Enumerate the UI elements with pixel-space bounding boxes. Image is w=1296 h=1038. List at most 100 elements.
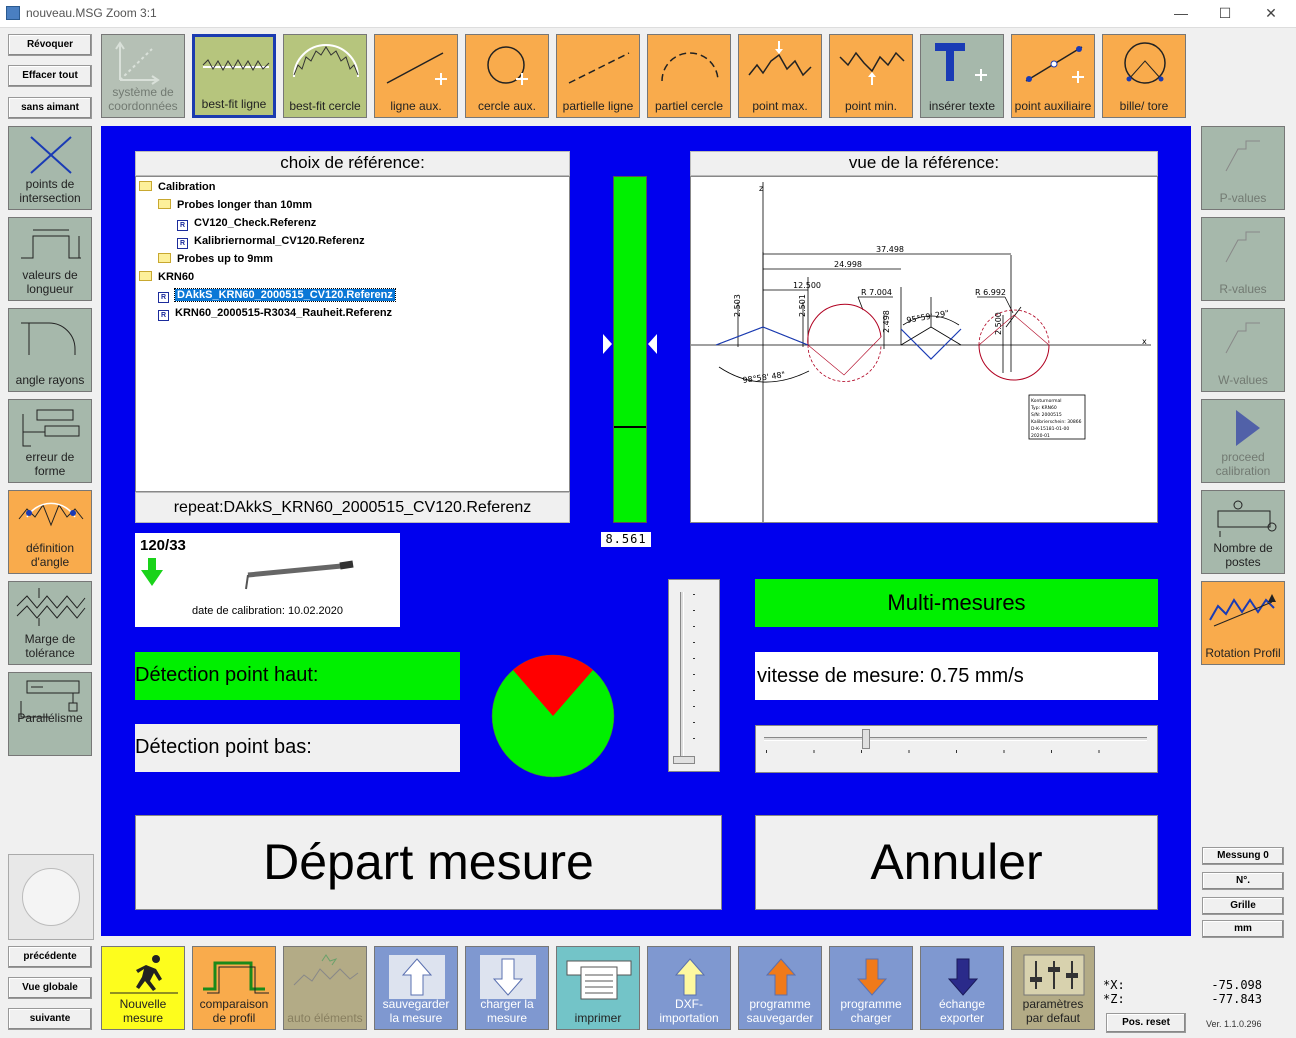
point-max-button[interactable]: point max.	[738, 34, 822, 118]
sans-aimant-button[interactable]: sans aimant	[8, 97, 92, 119]
definition-angle-button[interactable]: définition d'angle	[8, 490, 92, 574]
maximize-button[interactable]: ☐	[1218, 5, 1232, 21]
p-values-button[interactable]: P-values	[1201, 126, 1285, 210]
charger-mesure-button[interactable]: charger la mesure	[465, 946, 549, 1030]
slider-ticks	[693, 594, 695, 754]
programme-charger-button[interactable]: programme charger	[829, 946, 913, 1030]
partiel-cercle-button[interactable]: partiel cercle	[647, 34, 731, 118]
ligne-aux-button[interactable]: ligne aux.	[374, 34, 458, 118]
partielle-ligne-button[interactable]: partielle ligne	[556, 34, 640, 118]
sauvegarder-mesure-button[interactable]: sauvegarder la mesure	[374, 946, 458, 1030]
detection-high[interactable]: Détection point haut:	[135, 652, 460, 700]
reference-file-icon: R	[177, 220, 188, 231]
folder-icon	[158, 253, 171, 263]
annuler-button[interactable]: Annuler	[755, 815, 1158, 910]
r-values-button[interactable]: R-values	[1201, 217, 1285, 301]
close-button[interactable]: ✕	[1265, 5, 1277, 21]
nombre-postes-button[interactable]: Nombre de postes	[1201, 490, 1285, 574]
tree-item[interactable]: Probes up to 9mm	[158, 251, 273, 267]
echange-exporter-button[interactable]: échange exporter	[920, 946, 1004, 1030]
partial-line-icon	[568, 52, 630, 84]
effacer-tout-button[interactable]: Effacer tout	[8, 65, 92, 87]
round-button[interactable]	[22, 868, 80, 926]
valeurs-longueur-button[interactable]: valeurs de longueur	[8, 217, 92, 301]
speed-slider[interactable]	[755, 725, 1158, 773]
repeat-reference: repeat:DAkkS_KRN60_2000515_CV120.Referen…	[135, 492, 570, 523]
length-values-icon	[21, 229, 81, 259]
bestfit-circle-icon	[293, 44, 359, 78]
titleblock-line: Kalibrierschein: 30866	[1031, 419, 1082, 425]
w-values-icon	[1225, 322, 1260, 354]
points-intersection-button[interactable]: points de intersection	[8, 126, 92, 210]
pos-reset-button[interactable]: Pos. reset	[1106, 1013, 1186, 1033]
bestfit-ligne-button[interactable]: best-fit ligne	[192, 34, 276, 118]
nouvelle-mesure-button[interactable]: Nouvelle mesure	[101, 946, 185, 1030]
rotation-profil-button[interactable]: Rotation Profil	[1201, 581, 1285, 665]
depart-mesure-button[interactable]: Départ mesure	[135, 815, 722, 910]
multi-mesures-button[interactable]: Multi-mesures	[755, 579, 1158, 627]
systeme-coordonnees-button[interactable]: système de coordonnées	[101, 34, 185, 118]
precedente-button[interactable]: précédente	[8, 946, 92, 968]
parallelisme-button[interactable]: Parallélisme	[8, 672, 92, 756]
programme-sauvegarder-button[interactable]: programme sauvegarder	[738, 946, 822, 1030]
tree-item[interactable]: Probes longer than 10mm	[158, 197, 312, 213]
point-min-button[interactable]: point min.	[829, 34, 913, 118]
reference-file-icon: R	[158, 292, 169, 303]
bestfit-cercle-button[interactable]: best-fit cercle	[283, 34, 367, 118]
suivante-button[interactable]: suivante	[8, 1008, 92, 1030]
point-auxiliaire-button[interactable]: point auxiliaire	[1011, 34, 1095, 118]
minimize-button[interactable]: —	[1174, 5, 1188, 21]
vue-globale-button[interactable]: Vue globale	[8, 977, 92, 999]
probe-panel: 120/33 date de calibration: 10.02.2020	[135, 533, 400, 627]
tool-label: Nouvelle mesure	[119, 997, 167, 1025]
dxf-importation-button[interactable]: DXF- importation	[647, 946, 731, 1030]
erreur-forme-button[interactable]: erreur de forme	[8, 399, 92, 483]
dim-label: 2.500	[994, 312, 1003, 335]
profile-compare-icon	[203, 961, 269, 994]
w-values-button[interactable]: W-values	[1201, 308, 1285, 392]
cercle-aux-button[interactable]: cercle aux.	[465, 34, 549, 118]
detection-low[interactable]: Détection point bas:	[135, 724, 460, 772]
mm-button[interactable]: mm	[1202, 920, 1284, 938]
imprimer-button[interactable]: imprimer	[556, 946, 640, 1030]
z-value: -77.843	[1211, 992, 1262, 1006]
slider-thumb[interactable]	[862, 729, 870, 749]
marge-tolerance-button[interactable]: Marge de tolérance	[8, 581, 92, 665]
x-value: -75.098	[1211, 978, 1262, 992]
messung-button[interactable]: Messung 0	[1202, 847, 1284, 865]
inserer-texte-button[interactable]: insérer texte	[920, 34, 1004, 118]
comparaison-profil-button[interactable]: comparaison de profil	[192, 946, 276, 1030]
proceed-calibration-button[interactable]: proceed calibration	[1201, 399, 1285, 483]
titleblock-line: Typ: KRN60	[1030, 405, 1057, 411]
titleblock-line: S/N: 2000515	[1031, 412, 1062, 418]
slider-thumb[interactable]	[673, 756, 695, 764]
coordinate-system-icon	[115, 41, 160, 85]
tree-item[interactable]: KRN60	[139, 269, 194, 285]
form-error-icon	[22, 409, 80, 447]
numero-button[interactable]: N°.	[1202, 872, 1284, 890]
parametres-defaut-button[interactable]: paramètres par defaut	[1011, 946, 1095, 1030]
auto-elements-button[interactable]: auto éléments	[283, 946, 367, 1030]
dim-label: 12.500	[793, 281, 821, 290]
probe-status-pie	[491, 654, 615, 778]
tree-item[interactable]: Calibration	[139, 179, 215, 195]
ball-torus-icon	[1124, 42, 1166, 84]
p-values-icon	[1225, 140, 1260, 172]
title-bar: nouveau.MSG Zoom 3:1 — ☐ ✕	[0, 0, 1296, 28]
slider-track	[680, 592, 684, 757]
angle-rayons-button[interactable]: angle rayons	[8, 308, 92, 392]
vertical-slider[interactable]	[668, 579, 720, 772]
tool-label: Marge de tolérance	[24, 632, 76, 660]
revoquer-button[interactable]: Révoquer	[8, 34, 92, 56]
tool-label: partielle ligne	[562, 99, 634, 113]
bestfit-line-icon	[202, 58, 270, 72]
grille-button[interactable]: Grille	[1202, 897, 1284, 915]
dim-label: 2.498	[882, 310, 891, 333]
bille-tore-button[interactable]: bille/ tore	[1102, 34, 1186, 118]
tool-label: définition d'angle	[25, 541, 75, 569]
